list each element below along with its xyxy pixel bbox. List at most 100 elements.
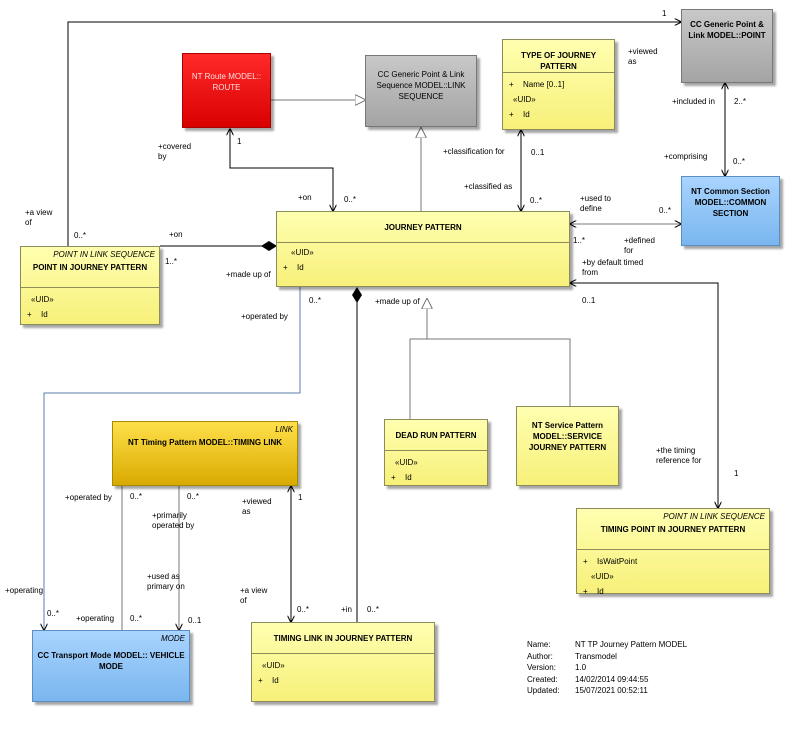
common-section-title: NT Common Section MODEL::COMMON SECTION: [691, 187, 770, 218]
role-made-up-of-2: +made up of: [375, 297, 420, 306]
gen-service: [427, 338, 571, 406]
timing-point-in-journey-pattern-class[interactable]: POINT IN LINK SEQUENCE TIMING POINT IN J…: [576, 508, 770, 596]
mult-defined-for: 1..*: [573, 236, 586, 245]
dead-run-attr-id: +Id: [391, 473, 412, 482]
meta-version: Version:1.0: [527, 663, 587, 672]
timing-point-uid: «UID»: [591, 572, 614, 581]
type-of-jp-attr-id: +Id: [509, 110, 530, 119]
role-a-view-of: +a view of: [25, 208, 53, 227]
meta-name: Name:NT TP Journey Pattern MODEL: [527, 640, 688, 649]
role-included-in: +included in: [672, 97, 715, 106]
meta-created: Created:14/02/2014 09:44:55: [527, 674, 649, 684]
role-timing-reference: +the timing reference for: [656, 446, 702, 465]
service-pattern-title: NT Service Pattern MODEL::SERVICE JOURNE…: [528, 421, 607, 452]
journey-pattern-uid: «UID»: [291, 248, 314, 257]
mult-point-view: 1: [662, 9, 667, 18]
tl-in-jp-uid: «UID»: [262, 661, 285, 670]
role-operating-2: +operating: [76, 614, 115, 623]
point-class[interactable]: CC Generic Point & Link MODEL::POINT: [681, 9, 773, 83]
timing-point-title: TIMING POINT IN JOURNEY PATTERN: [600, 525, 746, 534]
service-journey-pattern-class[interactable]: NT Service Pattern MODEL::SERVICE JOURNE…: [516, 406, 619, 486]
role-primarily-operated-by: +primarily operated by: [152, 511, 195, 530]
type-of-jp-attr-name: +Name [0..1]: [509, 80, 565, 89]
point-in-jp-uid: «UID»: [31, 295, 54, 304]
timing-point-stereotype: POINT IN LINK SEQUENCE: [663, 512, 765, 521]
assoc-jp-timingpoint: [570, 283, 718, 508]
assoc-route-jp: [230, 129, 333, 211]
role-defined-for: +defined for: [624, 236, 655, 255]
role-comprising: +comprising: [664, 152, 708, 161]
journey-pattern-attr-id: +Id: [283, 263, 304, 272]
role-on-2: +on: [169, 230, 183, 239]
mult-used-to-define: 0..*: [659, 206, 672, 215]
meta-author: Author:Transmodel: [527, 651, 617, 661]
timing-link-stereotype: LINK: [275, 425, 293, 434]
mult-operating-2: 0..*: [130, 614, 143, 623]
type-of-jp-uid: «UID»: [513, 95, 536, 104]
tl-in-jp-attr-id: +Id: [258, 676, 279, 685]
role-operating: +operating: [5, 586, 44, 595]
role-used-to-define: +used to define: [580, 194, 611, 213]
role-covered-by: +covered by: [158, 142, 192, 161]
vehicle-mode-stereotype: MODE: [161, 634, 185, 643]
role-a-view-of-2: +a view of: [240, 586, 268, 605]
gen-deadrun: [409, 338, 427, 419]
type-of-jp-title: TYPE OF JOURNEY PATTERN: [520, 51, 597, 71]
vehicle-mode-class[interactable]: MODE CC Transport Mode MODEL:: VEHICLE M…: [32, 630, 190, 702]
mult-a-view-of-2: 0..*: [297, 605, 310, 614]
mult-primarily: 0..*: [187, 492, 200, 501]
role-operated-by-2: +operated by: [65, 493, 112, 502]
mult-operated-by-2: 0..*: [130, 492, 143, 501]
tl-in-jp-title: TIMING LINK IN JOURNEY PATTERN: [273, 634, 413, 643]
mult-operated-by: 0..*: [309, 296, 322, 305]
mult-primary-on: 0..1: [188, 616, 202, 625]
mult-classification: 0..1: [531, 148, 545, 157]
point-in-jp-stereotype: POINT IN LINK SEQUENCE: [53, 250, 155, 259]
mult-on-2: 1..*: [165, 257, 178, 266]
mult-on-1: 0..*: [344, 195, 357, 204]
role-on-1: +on: [298, 193, 312, 202]
role-made-up-of: +made up of: [226, 270, 271, 279]
meta-updated: Updated:15/07/2021 00:52:11: [527, 686, 648, 695]
common-section-class[interactable]: NT Common Section MODEL::COMMON SECTION: [681, 176, 780, 246]
route-title: NT Route MODEL:: ROUTE: [191, 72, 262, 92]
route-class[interactable]: NT Route MODEL:: ROUTE: [182, 53, 271, 128]
timing-link-title: NT Timing Pattern MODEL::TIMING LINK: [127, 438, 283, 447]
timing-point-attr-id: +Id: [583, 587, 604, 596]
point-title: CC Generic Point & Link MODEL::POINT: [688, 20, 766, 40]
timing-link-class[interactable]: LINK NT Timing Pattern MODEL::TIMING LIN…: [112, 421, 298, 486]
mult-route: 1: [237, 137, 242, 146]
link-sequence-title: CC Generic Point & Link Sequence MODEL::…: [376, 70, 466, 101]
point-in-journey-pattern-class[interactable]: POINT IN LINK SEQUENCE POINT IN JOURNEY …: [20, 246, 160, 325]
dead-run-title: DEAD RUN PATTERN: [395, 431, 477, 440]
timing-point-attr-iswait: +IsWaitPoint: [583, 557, 638, 566]
journey-pattern-class[interactable]: JOURNEY PATTERN «UID» +Id: [276, 211, 570, 287]
role-operated-by: +operated by: [241, 312, 288, 321]
vehicle-mode-title: CC Transport Mode MODEL:: VEHICLE MODE: [37, 651, 185, 671]
role-viewed-as-2: +viewed as: [242, 497, 272, 516]
mult-2star: 2..*: [734, 97, 747, 106]
role-viewed-as: +viewed as: [628, 47, 658, 66]
point-in-jp-attr-id: +Id: [27, 310, 48, 319]
assoc-point-view: [67, 22, 681, 246]
mult-operating: 0..*: [47, 609, 60, 618]
dead-run-uid: «UID»: [395, 458, 418, 467]
timing-link-in-journey-pattern-class[interactable]: TIMING LINK IN JOURNEY PATTERN «UID» +Id: [251, 622, 435, 702]
mult-timing-reference: 1: [734, 469, 739, 478]
role-in: +in: [341, 605, 352, 614]
mult-viewed-as-2: 1: [298, 493, 303, 502]
dead-run-pattern-class[interactable]: DEAD RUN PATTERN «UID» +Id: [384, 419, 488, 486]
assoc-jp-vehicle: [44, 287, 301, 630]
mult-a-view-of: 0..*: [74, 231, 87, 240]
mult-timed-from: 0..1: [582, 296, 596, 305]
link-sequence-class[interactable]: CC Generic Point & Link Sequence MODEL::…: [365, 55, 477, 127]
journey-pattern-title: JOURNEY PATTERN: [384, 223, 462, 232]
role-classification-for: +classification for: [443, 147, 505, 156]
mult-in: 0..*: [367, 605, 380, 614]
diagram-metadata: Name:NT TP Journey Pattern MODEL Author:…: [527, 639, 687, 697]
role-by-default-timed-from: +by default timed from: [582, 258, 644, 277]
role-classified-as: +classified as: [464, 182, 513, 191]
mult-comprising: 0..*: [733, 157, 746, 166]
type-of-journey-pattern-class[interactable]: TYPE OF JOURNEY PATTERN +Name [0..1] «UI…: [502, 39, 615, 130]
